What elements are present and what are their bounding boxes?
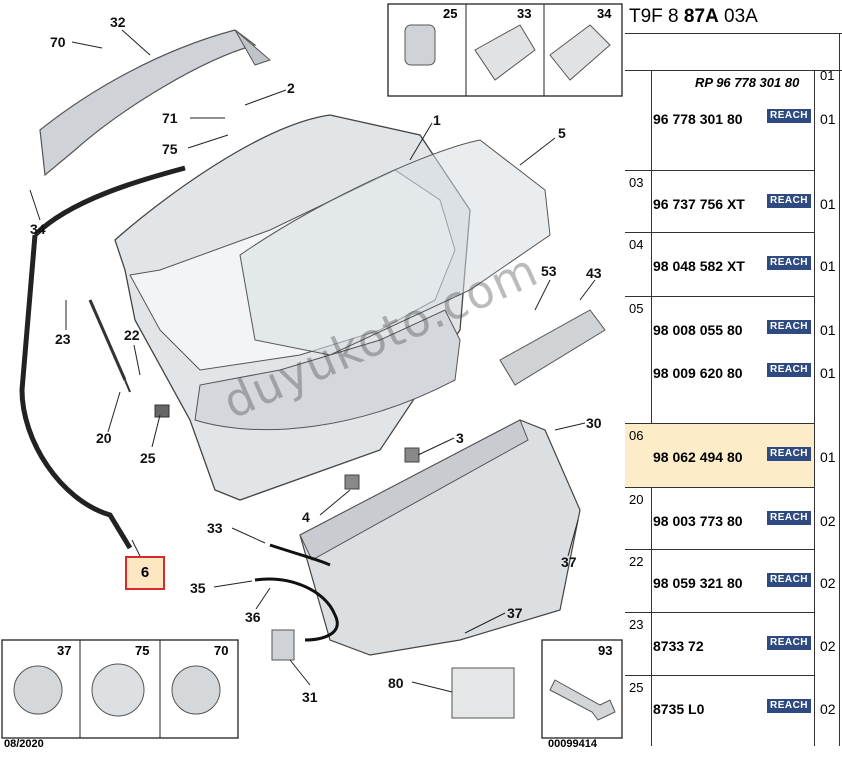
parts-row[interactable]: 06 98 062 494 80 REACH 01 xyxy=(625,423,836,487)
inset-label-34[interactable]: 34 xyxy=(597,6,612,21)
reach-badge: REACH xyxy=(767,511,811,525)
quantity: 01 xyxy=(820,449,836,465)
quantity: 02 xyxy=(820,638,836,654)
row-ref: 05 xyxy=(629,301,644,316)
reach-badge: REACH xyxy=(767,194,811,208)
quantity: 01 xyxy=(820,322,836,338)
quantity: 02 xyxy=(820,575,836,591)
parts-row[interactable]: 23 8733 72 REACH 02 xyxy=(625,612,836,675)
part-number[interactable]: 98 048 582 XT xyxy=(653,258,745,274)
part-number[interactable]: 98 008 055 80 xyxy=(653,322,743,338)
part-number[interactable]: 98 059 321 80 xyxy=(653,575,743,591)
part-number[interactable]: 98 009 620 80 xyxy=(653,365,743,381)
part-number[interactable]: 96 778 301 80 xyxy=(653,111,743,127)
row-ref: 06 xyxy=(629,428,644,443)
parts-list-panel: T9F 8 87A 03A RP 96 778 301 80 01 96 778… xyxy=(625,0,842,758)
rp-qty: 01 xyxy=(820,68,835,83)
parts-row[interactable]: 05 98 008 055 80 REACH 01 98 009 620 80 REACH… xyxy=(625,296,836,423)
callout-2[interactable]: 2 xyxy=(287,80,295,96)
reach-badge: REACH xyxy=(767,109,811,123)
diagram-code: 00099414 xyxy=(548,738,597,750)
parts-row[interactable]: 20 98 003 773 80 REACH 02 xyxy=(625,487,836,549)
highlighted-ref-6[interactable]: 6 xyxy=(125,556,165,590)
quantity: 01 xyxy=(820,365,836,381)
row-ref: 04 xyxy=(629,237,644,252)
quantity: 01 xyxy=(820,111,836,127)
callout-25[interactable]: 25 xyxy=(140,450,156,466)
reach-badge: REACH xyxy=(767,256,811,270)
callout-30[interactable]: 30 xyxy=(586,415,602,431)
reach-badge: REACH xyxy=(767,699,811,713)
reach-badge: REACH xyxy=(767,573,811,587)
callout-23[interactable]: 23 xyxy=(55,331,71,347)
callout-33[interactable]: 33 xyxy=(207,520,223,536)
part-number[interactable]: 98 003 773 80 xyxy=(653,513,743,529)
row-ref: 25 xyxy=(629,680,644,695)
callout-70[interactable]: 70 xyxy=(50,34,66,50)
quantity: 02 xyxy=(820,701,836,717)
parts-row[interactable]: 03 96 737 756 XT REACH 01 xyxy=(625,170,836,232)
callout-36[interactable]: 36 xyxy=(245,609,261,625)
callout-4[interactable]: 4 xyxy=(302,509,310,525)
callout-20[interactable]: 20 xyxy=(96,430,112,446)
row-ref: 03 xyxy=(629,175,644,190)
callout-35[interactable]: 35 xyxy=(190,580,206,596)
inset-label-70[interactable]: 70 xyxy=(214,643,229,658)
diagram-date: 08/2020 xyxy=(4,738,44,750)
quantity: 01 xyxy=(820,196,836,212)
quantity: 02 xyxy=(820,513,836,529)
row-ref: 20 xyxy=(629,492,644,507)
callout-31[interactable]: 31 xyxy=(302,689,318,705)
model-header: T9F 8 87A 03A xyxy=(629,6,758,28)
callout-34[interactable]: 34 xyxy=(30,221,46,237)
inset-label-25[interactable]: 25 xyxy=(443,6,458,21)
callout-53[interactable]: 53 xyxy=(541,263,557,279)
callout-71[interactable]: 71 xyxy=(162,110,178,126)
reach-badge: REACH xyxy=(767,320,811,334)
row-ref: 22 xyxy=(629,554,644,569)
header-suffix: 03A xyxy=(718,6,758,27)
parts-row[interactable]: 22 98 059 321 80 REACH 02 xyxy=(625,549,836,612)
rp-line: RP 96 778 301 80 xyxy=(695,75,800,90)
callout-22[interactable]: 22 xyxy=(124,327,140,343)
callout-75[interactable]: 75 xyxy=(162,141,178,157)
part-number[interactable]: 8735 L0 xyxy=(653,701,705,717)
callout-32[interactable]: 32 xyxy=(110,14,126,30)
header-prefix: T9F 8 xyxy=(629,6,684,27)
inset-label-33[interactable]: 33 xyxy=(517,6,532,21)
parts-row[interactable]: 96 778 301 80 REACH 01 xyxy=(625,70,836,170)
row-ref: 23 xyxy=(629,617,644,632)
callout-3[interactable]: 3 xyxy=(456,430,464,446)
inset-label-37[interactable]: 37 xyxy=(57,643,72,658)
callout-43[interactable]: 43 xyxy=(586,265,602,281)
header-bold: 87A xyxy=(683,6,719,27)
callout-1[interactable]: 1 xyxy=(433,112,441,128)
callout-80[interactable]: 80 xyxy=(388,675,404,691)
callout-5[interactable]: 5 xyxy=(558,125,566,141)
inset-label-75[interactable]: 75 xyxy=(135,643,150,658)
callout-37b[interactable]: 37 xyxy=(507,605,523,621)
inset-label-93[interactable]: 93 xyxy=(598,643,613,658)
part-number[interactable]: 98 062 494 80 xyxy=(653,449,743,465)
parts-row[interactable]: 04 98 048 582 XT REACH 01 xyxy=(625,232,836,296)
parts-row[interactable]: 25 8735 L0 REACH 02 xyxy=(625,675,836,745)
reach-badge: REACH xyxy=(767,636,811,650)
parts-diagram: duyukoto.com 32 70 2 71 75 1 5 34 53 43 … xyxy=(1,3,623,750)
reach-badge: REACH xyxy=(767,363,811,377)
part-number[interactable]: 8733 72 xyxy=(653,638,704,654)
callout-37[interactable]: 37 xyxy=(561,554,577,570)
quantity: 01 xyxy=(820,258,836,274)
part-number[interactable]: 96 737 756 XT xyxy=(653,196,745,212)
diagram-drawing xyxy=(1,3,623,739)
reach-badge: REACH xyxy=(767,447,811,461)
